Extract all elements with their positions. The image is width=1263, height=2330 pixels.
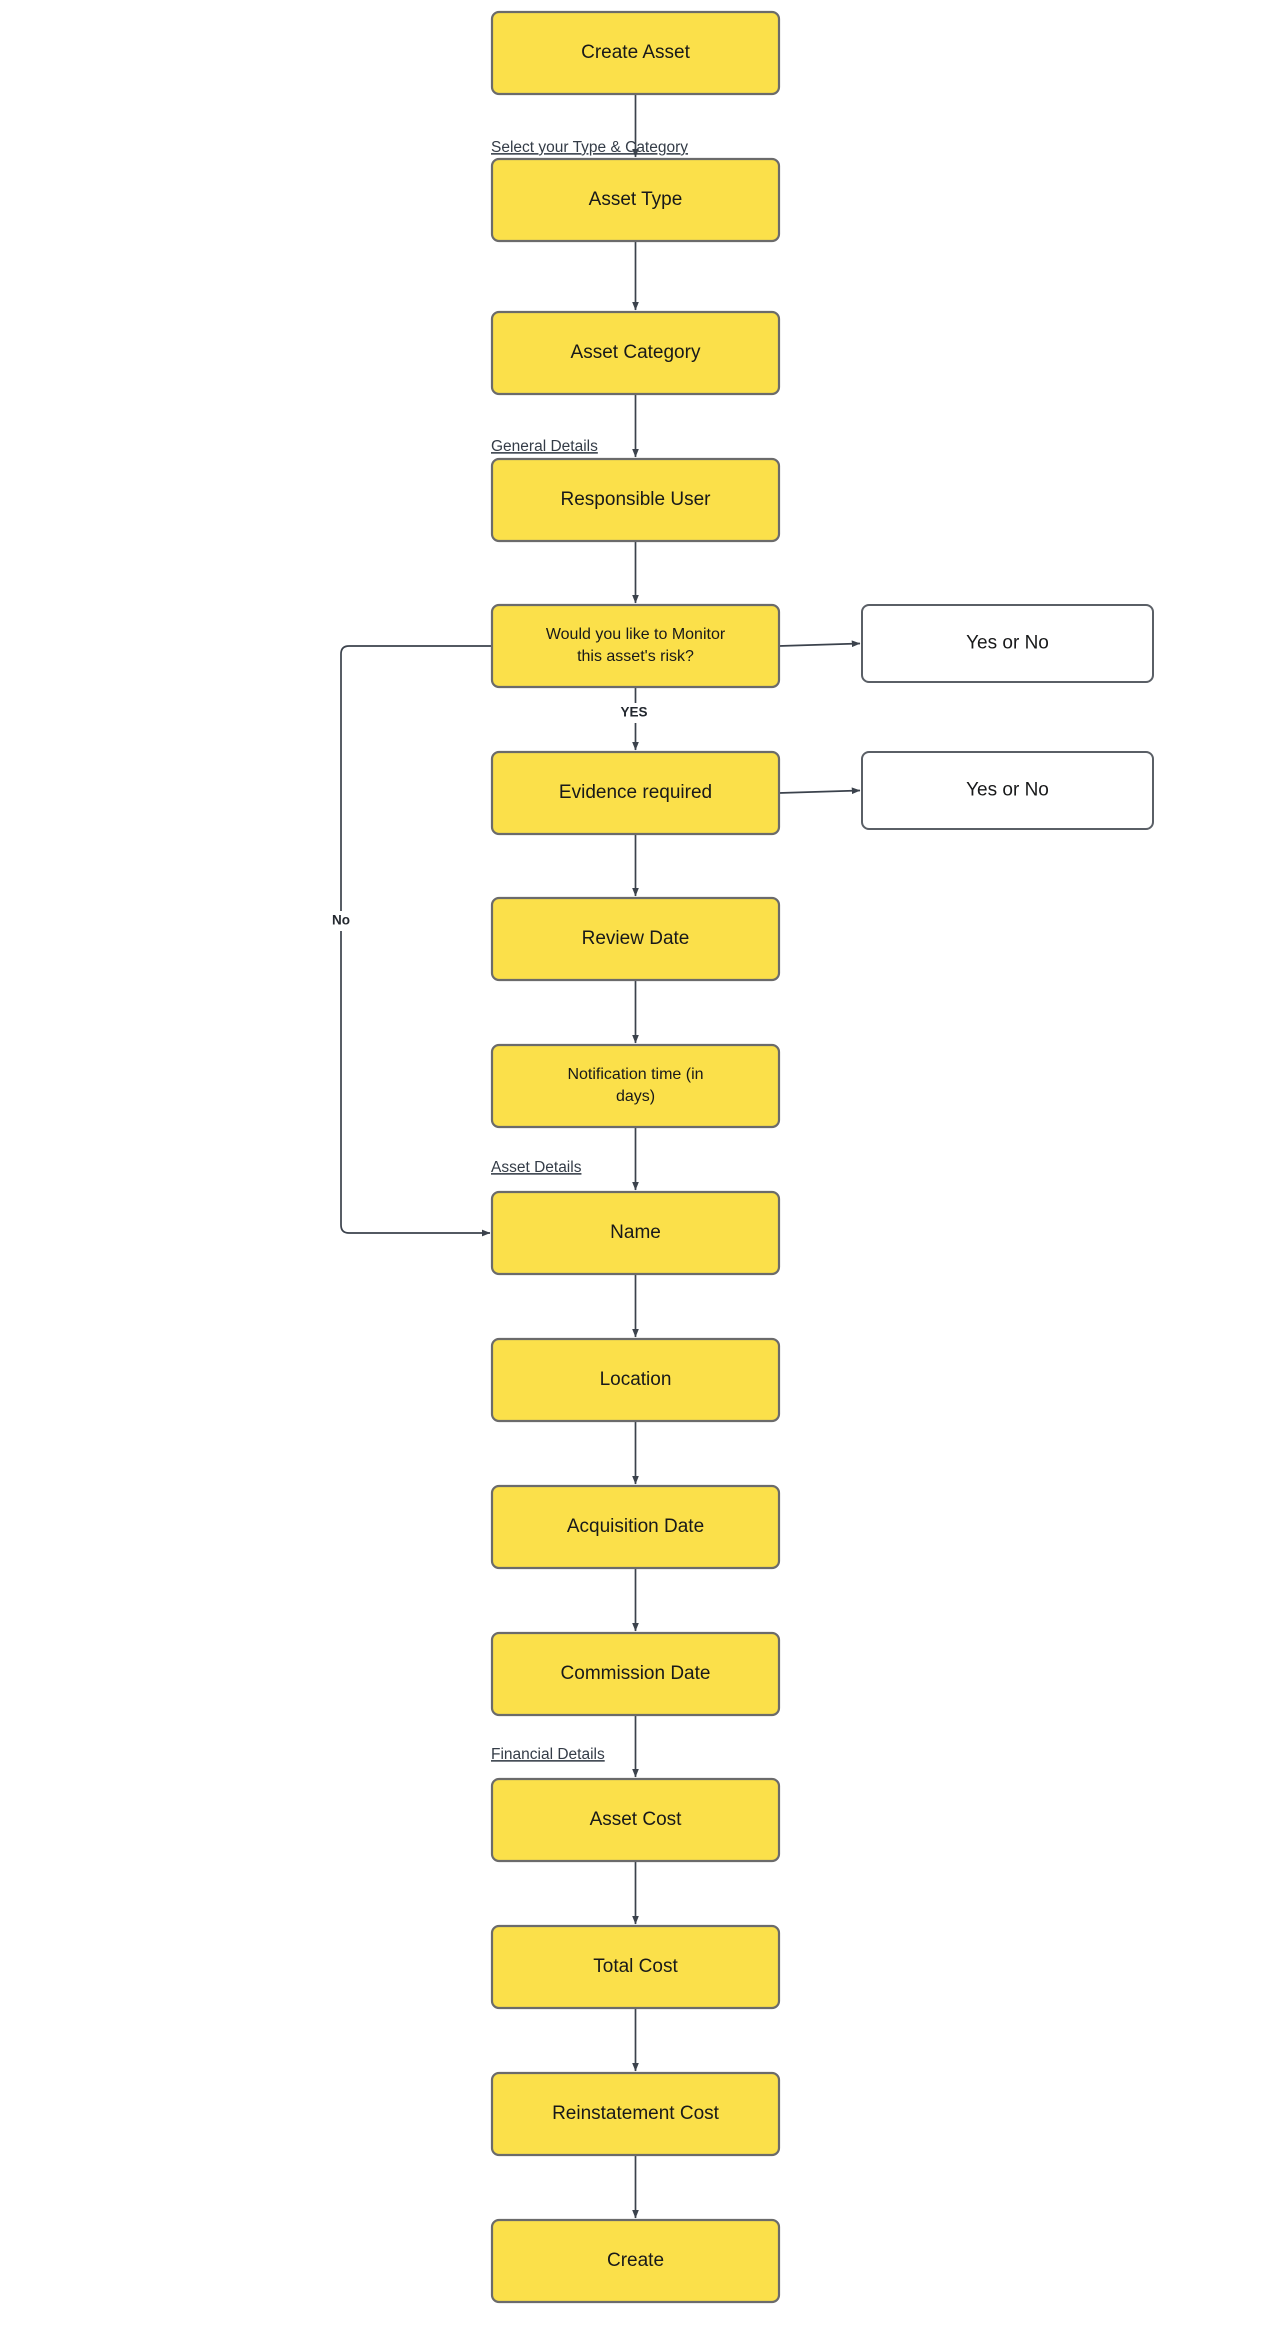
flow-node[interactable]: Asset Type [490, 157, 781, 243]
node-label: Create Asset [581, 42, 690, 63]
edge-label-group: YES [616, 703, 652, 723]
node-box[interactable] [490, 1337, 781, 1423]
edge-label-backdrop [616, 703, 652, 723]
edge-label-group: No [328, 911, 354, 931]
node-label: Asset Type [589, 189, 683, 210]
flow-node[interactable]: Location [490, 1337, 781, 1423]
node-box[interactable] [490, 2071, 781, 2157]
node-label: Create [607, 2250, 664, 2271]
node-box[interactable] [490, 1484, 781, 1570]
flow-node[interactable]: Yes or No [861, 604, 1154, 683]
edge-label: YES [620, 705, 647, 720]
node-box[interactable] [490, 157, 781, 243]
node-label: Evidence required [559, 782, 712, 803]
node-label: Asset Category [571, 342, 701, 363]
flow-node[interactable]: Create [490, 2218, 781, 2304]
node-label: Asset Cost [590, 1809, 683, 1830]
edge-label: No [332, 913, 350, 928]
edge-label-backdrop [328, 911, 354, 931]
node-label: Location [600, 1369, 672, 1390]
flow-node[interactable]: Asset Cost [490, 1777, 781, 1863]
node-box[interactable] [490, 750, 781, 836]
node-label: Reinstatement Cost [552, 2103, 720, 2124]
flow-node[interactable]: Evidence required [490, 750, 781, 836]
flow-node[interactable]: Total Cost [490, 1924, 781, 2010]
node-box[interactable] [490, 1777, 781, 1863]
section-label: Financial Details [491, 1746, 605, 1763]
node-label: Commission Date [561, 1663, 711, 1684]
flow-node[interactable]: Acquisition Date [490, 1484, 781, 1570]
flow-node[interactable]: Create Asset [490, 10, 781, 96]
node-box[interactable] [490, 10, 781, 96]
node-label: Review Date [582, 928, 690, 949]
node-label: Yes or No [966, 780, 1049, 801]
node-box[interactable] [490, 2218, 781, 2304]
node-box[interactable] [490, 1924, 781, 2010]
flow-node[interactable]: Commission Date [490, 1631, 781, 1717]
flow-node[interactable]: Name [490, 1190, 781, 1276]
node-box[interactable] [861, 604, 1154, 683]
section-label: Select your Type & Category [491, 139, 688, 156]
flow-node[interactable]: Yes or No [861, 751, 1154, 830]
flow-edge [778, 640, 861, 648]
section-label: General Details [491, 438, 598, 455]
node-box[interactable] [490, 1631, 781, 1717]
node-box[interactable] [490, 457, 781, 543]
flow-edge [340, 645, 492, 1237]
node-label: Yes or No [966, 633, 1049, 654]
node-label: Responsible User [561, 489, 712, 510]
flow-node[interactable]: Reinstatement Cost [490, 2071, 781, 2157]
node-box[interactable] [490, 603, 781, 689]
node-box[interactable] [490, 310, 781, 396]
flow-node[interactable]: Review Date [490, 896, 781, 982]
section-label: Asset Details [491, 1159, 582, 1176]
edge-labels-layer: YES No [328, 703, 652, 931]
node-box[interactable] [490, 896, 781, 982]
flow-edge [778, 787, 861, 795]
node-box[interactable] [490, 1190, 781, 1276]
flow-node[interactable]: Responsible User [490, 457, 781, 543]
node-label: Acquisition Date [567, 1516, 704, 1537]
flow-node[interactable]: Asset Category [490, 310, 781, 396]
node-box[interactable] [490, 1043, 781, 1129]
node-label: Name [610, 1222, 661, 1243]
node-label: Total Cost [593, 1956, 678, 1977]
edges-layer [340, 94, 861, 2219]
node-box[interactable] [861, 751, 1154, 830]
